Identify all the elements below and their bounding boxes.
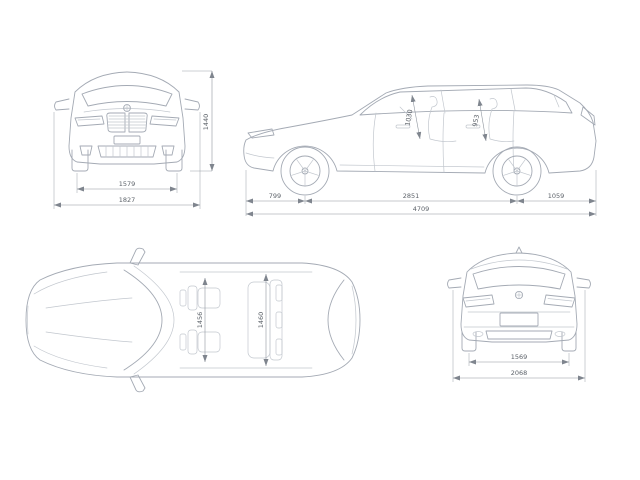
rear-track-label: 1569 [511,353,528,361]
overall-length-label: 4709 [413,205,430,213]
top-left-mirror [129,247,146,266]
front-left-headlight [74,115,105,127]
rear-car-outline [447,246,591,352]
top-right-mirror [129,374,146,393]
shark-fin-antenna [515,246,523,254]
rear-left-mirror [447,277,462,289]
front-width-label: 1827 [119,196,136,204]
front-left-mirror [54,98,70,111]
bmw-roundel [123,104,131,112]
front-wheel [280,146,330,196]
rear-left-taillight [462,294,495,308]
side-car-outline [243,84,597,196]
rear-overhang-label: 1059 [548,192,565,200]
rear-seat [488,98,515,143]
front-interior-width-dimension: 1456 [196,278,208,362]
rear-track-dimension: 1569 [468,353,570,366]
top-view: 1456 1460 [25,247,361,393]
side-view: 1030 953 799 2851 1059 4709 [243,84,597,217]
front-width-dimension: 1827 [53,112,201,209]
rear-interior-width-label: 1460 [257,312,265,329]
front-track-dimension: 1579 [76,173,178,193]
rear-headroom-dimension: 953 [471,98,488,142]
front-headroom-label: 1030 [404,109,415,127]
license-plate [113,135,141,145]
rear-right-mirror [576,277,591,289]
top-rear-bench [247,279,283,361]
steering-wheel [399,106,413,120]
rear-width-label: 2068 [511,369,528,377]
front-interior-width-label: 1456 [196,312,204,329]
front-right-headlight [149,115,180,127]
front-height-dimension: 1440 [182,70,215,172]
front-car-outline [54,71,200,172]
rear-right-taillight [543,294,576,308]
front-track-label: 1579 [119,180,136,188]
front-overhang-label: 799 [269,192,281,200]
rear-wheel [492,146,542,196]
wheelbase-label: 2851 [403,192,420,200]
top-front-seats [179,285,221,355]
rear-interior-width-dimension: 1460 [257,274,269,366]
front-seat [428,96,457,143]
kidney-grille [106,112,126,133]
side-taillight [580,106,596,126]
length-dimensions: 799 2851 1059 4709 [245,170,597,217]
rear-license-plate [499,312,539,327]
rear-width-dimension: 2068 [452,290,586,382]
top-car-outline [25,247,361,393]
front-headroom-dimension: 1030 [404,94,422,140]
side-headlight [247,128,275,139]
front-right-mirror [184,98,200,111]
front-view: 1440 1579 1827 [53,70,215,209]
front-height-label: 1440 [202,114,210,131]
rear-view: 1569 2068 [447,246,591,382]
rear-headroom-label: 953 [471,114,481,128]
